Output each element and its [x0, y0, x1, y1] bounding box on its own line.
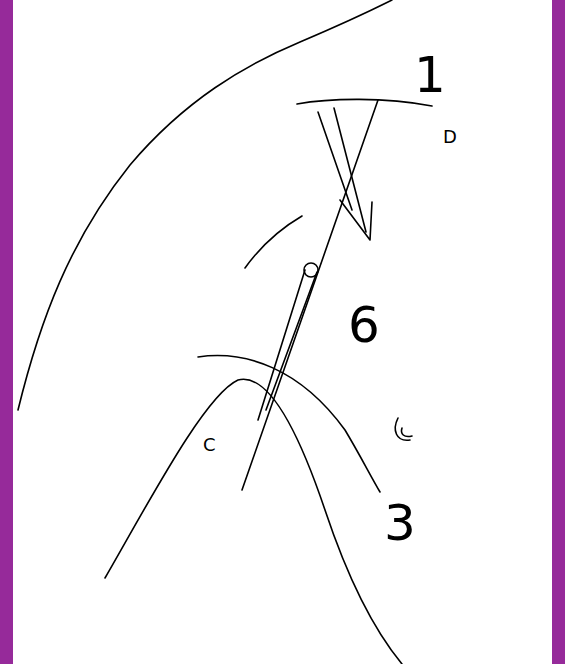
arrow-shaft	[318, 108, 366, 232]
callout-number: 1	[414, 50, 446, 100]
small-mark	[395, 418, 412, 440]
arrow-head	[340, 200, 372, 240]
needle-shaft	[258, 270, 317, 420]
callout-number: 6	[348, 300, 380, 350]
upper-contour	[297, 99, 432, 106]
needle-line	[242, 100, 378, 490]
bone-outline	[105, 379, 402, 664]
inner-contour	[245, 216, 302, 268]
letter-label: D	[443, 128, 457, 146]
callout-number: 3	[384, 498, 416, 548]
letter-label: C	[203, 436, 216, 454]
body-outline	[18, 0, 392, 410]
purple-frame	[552, 0, 565, 664]
purple-frame	[0, 0, 13, 664]
